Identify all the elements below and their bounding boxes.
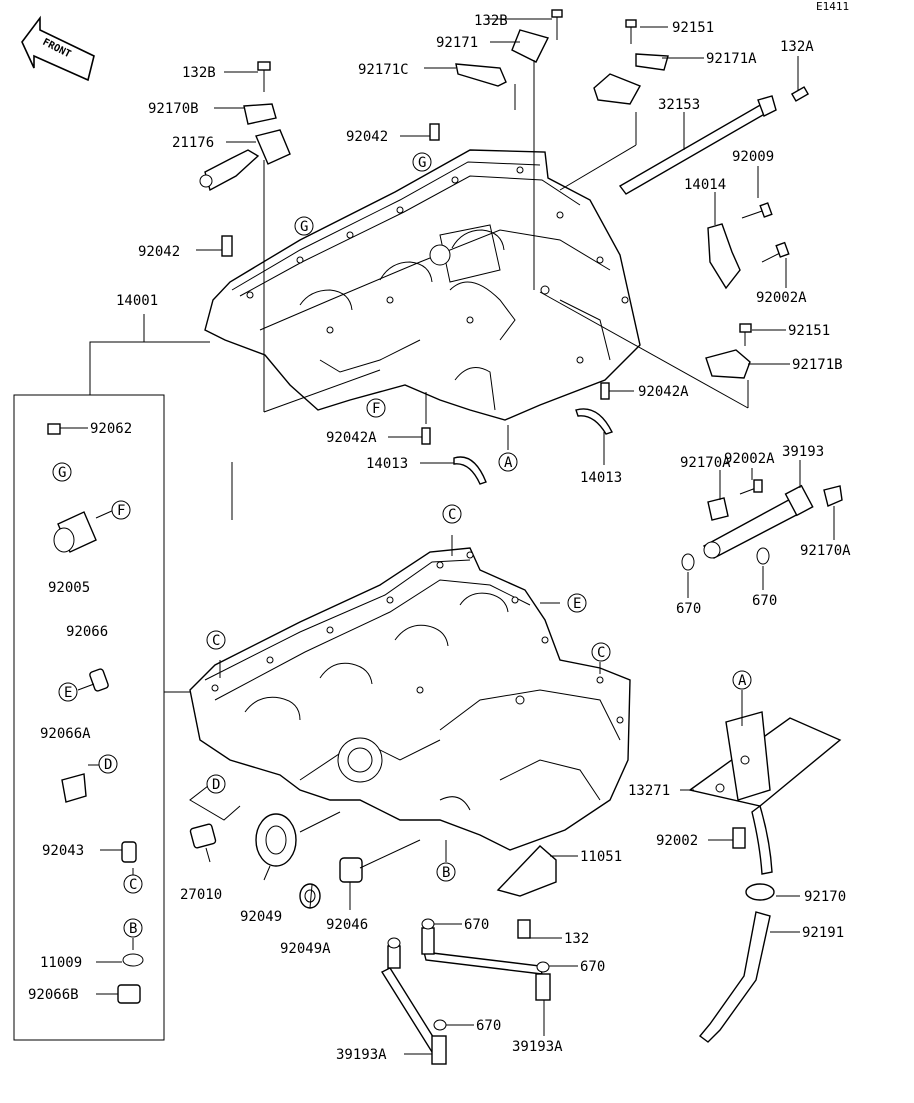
part-label-92009: 92009	[732, 149, 774, 165]
part-label-14001: 14001	[116, 293, 158, 309]
part-label-132b: 132B	[474, 13, 508, 29]
svg-text:C: C	[212, 633, 220, 649]
ref-marker-b-2: B	[123, 918, 143, 938]
svg-text:G: G	[58, 465, 66, 481]
part-label-132: 132	[564, 931, 589, 947]
part-label-92046: 92046	[326, 917, 368, 933]
part-label-92042a-left: 92042A	[326, 430, 377, 446]
part-label-14014: 14014	[684, 177, 726, 193]
part-label-92049a: 92049A	[280, 941, 331, 957]
reference-markers: G G F A G F C E C C E D D A C B B	[52, 152, 752, 938]
part-label-92170a-left: 92170A	[680, 455, 731, 471]
svg-text:F: F	[372, 401, 380, 417]
upper-crankcase	[204, 149, 641, 421]
lower-crankcase	[189, 547, 631, 851]
part-label-92043: 92043	[42, 843, 84, 859]
part-label-92151: 92151	[672, 20, 714, 36]
part-label-27010: 27010	[180, 887, 222, 903]
part-label-39193a-right: 39193A	[512, 1039, 563, 1055]
part-labels: 132B 92171 92151 92171C 92171A 132A 132B…	[28, 13, 851, 1063]
svg-text:F: F	[117, 503, 125, 519]
svg-text:G: G	[418, 155, 426, 171]
ref-marker-d-1: D	[98, 754, 118, 774]
part-label-670-a: 670	[676, 601, 701, 617]
svg-text:B: B	[129, 921, 137, 937]
part-label-14013-left: 14013	[366, 456, 408, 472]
part-label-11009: 11009	[40, 955, 82, 971]
ref-marker-b-1: B	[436, 862, 456, 882]
ref-marker-c-4: C	[123, 874, 143, 894]
svg-text:D: D	[104, 757, 112, 773]
part-label-39193a-left: 39193A	[336, 1047, 387, 1063]
part-label-92005: 92005	[48, 580, 90, 596]
ref-marker-d-2: D	[206, 774, 226, 794]
ref-marker-a-2: A	[732, 670, 752, 690]
part-label-92171: 92171	[436, 35, 478, 51]
ref-marker-c-2: C	[206, 630, 226, 650]
part-label-670-b: 670	[752, 593, 777, 609]
ref-marker-a-1: A	[498, 452, 518, 472]
diagram-code: E1411	[816, 0, 849, 13]
part-label-92002a-top: 92002A	[756, 290, 807, 306]
svg-text:C: C	[448, 507, 456, 523]
svg-text:B: B	[442, 865, 450, 881]
part-label-92171c: 92171C	[358, 62, 409, 78]
small-parts	[47, 9, 843, 1065]
part-label-32153: 32153	[658, 97, 700, 113]
ref-marker-e-2: E	[58, 682, 78, 702]
part-label-21176: 21176	[172, 135, 214, 151]
ref-marker-f-1: F	[366, 398, 386, 418]
part-label-13271: 13271	[628, 783, 670, 799]
part-label-132b-left: 132B	[182, 65, 216, 81]
part-label-11051: 11051	[580, 849, 622, 865]
part-label-92191: 92191	[802, 925, 844, 941]
svg-text:E: E	[573, 596, 581, 612]
svg-text:G: G	[300, 219, 308, 235]
part-label-14013-right: 14013	[580, 470, 622, 486]
part-label-92170a-right: 92170A	[800, 543, 851, 559]
svg-text:C: C	[129, 877, 137, 893]
part-label-39193: 39193	[782, 444, 824, 460]
leader-lines	[13, 18, 835, 1055]
part-label-92066a: 92066A	[40, 726, 91, 742]
svg-text:E: E	[64, 685, 72, 701]
part-label-92042-left: 92042	[138, 244, 180, 260]
part-label-670-c: 670	[464, 917, 489, 933]
ref-marker-c-3: C	[591, 642, 611, 662]
part-label-92171b: 92171B	[792, 357, 843, 373]
part-label-92002: 92002	[656, 833, 698, 849]
ref-marker-c-1: C	[442, 504, 462, 524]
part-label-92042-top: 92042	[346, 129, 388, 145]
part-label-670-e: 670	[476, 1018, 501, 1034]
svg-text:C: C	[597, 645, 605, 661]
ref-marker-g-1: G	[412, 152, 432, 172]
ref-marker-f-2: F	[111, 500, 131, 520]
part-label-92062: 92062	[90, 421, 132, 437]
part-label-132a: 132A	[780, 39, 814, 55]
part-label-92151-right: 92151	[788, 323, 830, 339]
ref-marker-g-2: G	[294, 216, 314, 236]
front-arrow-icon: FRONT	[21, 15, 95, 82]
part-label-92042a-right: 92042A	[638, 384, 689, 400]
part-label-92170b: 92170B	[148, 101, 199, 117]
part-label-92066: 92066	[66, 624, 108, 640]
part-label-92002a-mid: 92002A	[724, 451, 775, 467]
part-label-92049: 92049	[240, 909, 282, 925]
svg-text:D: D	[212, 777, 220, 793]
svg-text:A: A	[504, 455, 513, 471]
svg-text:A: A	[738, 673, 747, 689]
part-label-92170: 92170	[804, 889, 846, 905]
part-label-670-d: 670	[580, 959, 605, 975]
part-label-92171a: 92171A	[706, 51, 757, 67]
part-label-92066b: 92066B	[28, 987, 79, 1003]
ref-marker-g-3: G	[52, 462, 72, 482]
ref-marker-e-1: E	[567, 593, 587, 613]
